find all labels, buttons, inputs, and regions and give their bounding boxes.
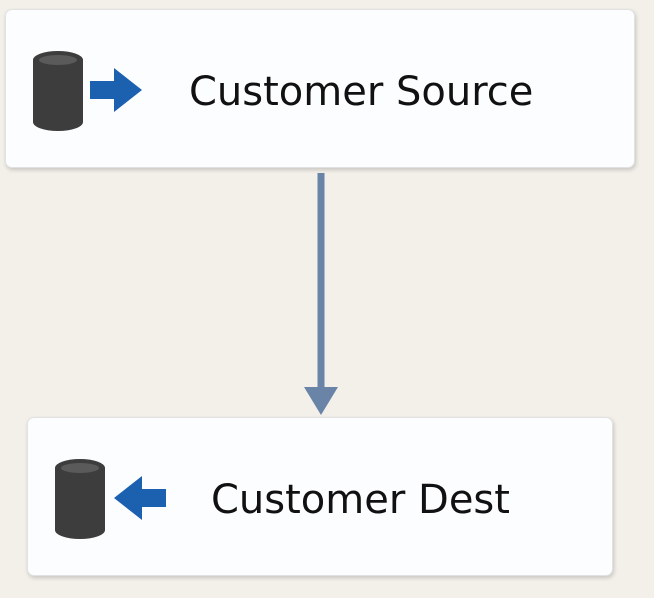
db-source-icon: [33, 51, 142, 131]
component-label: Customer Dest: [211, 477, 510, 523]
component-customer-dest[interactable]: Customer Dest: [27, 417, 613, 576]
component-customer-source[interactable]: Customer Source: [5, 9, 635, 168]
db-destination-icon: [55, 459, 166, 539]
component-label: Customer Source: [189, 69, 534, 115]
